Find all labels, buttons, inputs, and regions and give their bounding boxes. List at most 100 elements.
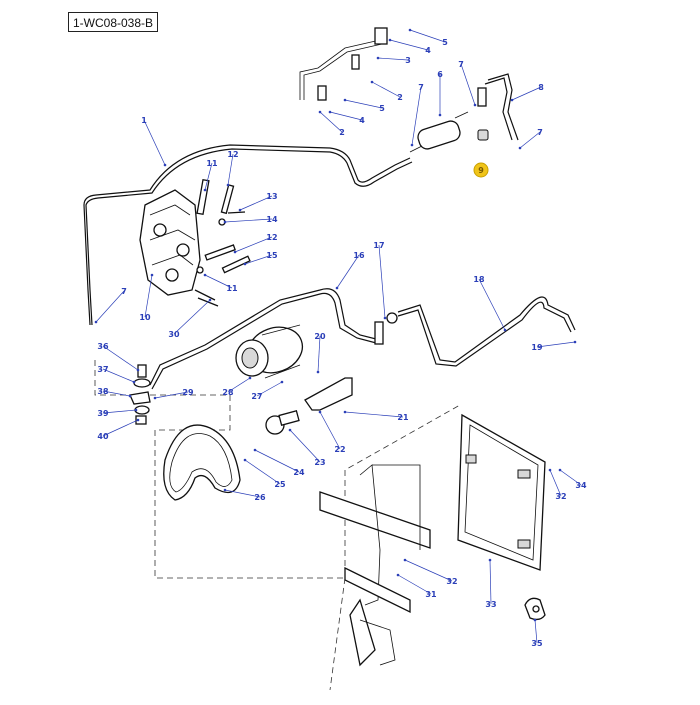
callout-12: 12 (226, 150, 239, 187)
callout-12: 12 (233, 233, 278, 254)
callout-5: 5 (408, 28, 448, 47)
callout-19: 19 (531, 340, 577, 352)
leader-line (377, 57, 409, 61)
callout-number: 40 (97, 432, 109, 441)
callout-6: 6 (437, 70, 443, 117)
callout-number: 18 (473, 275, 485, 284)
leader-line (204, 162, 213, 191)
callout-8: 8 (510, 83, 544, 102)
leader-dot (208, 298, 212, 302)
callout-3: 3 (376, 56, 411, 65)
belt-tensioner (265, 410, 300, 435)
callout-39: 39 (97, 408, 138, 418)
leader-dot (203, 273, 207, 277)
leader-line (144, 274, 153, 318)
leader-dot (288, 428, 292, 432)
leader-dot (473, 103, 477, 107)
leader-line (102, 390, 131, 397)
callout-number: 36 (97, 342, 109, 351)
leader-dot (238, 208, 242, 212)
callout-14: 14 (223, 215, 278, 224)
leader-dot (383, 316, 387, 320)
leader-dot (335, 286, 339, 290)
callout-number: 13 (266, 192, 277, 201)
leader-dot (233, 250, 237, 254)
leader-dot (248, 376, 252, 380)
callout-number: 37 (97, 365, 108, 374)
leader-line (102, 419, 139, 437)
leader-dot (203, 188, 207, 192)
leader-dot (318, 110, 322, 114)
callout-number: 33 (485, 600, 496, 609)
leader-dot (280, 380, 284, 384)
leader-dot (150, 273, 154, 277)
callout-number: 26 (254, 493, 266, 502)
callout-number: 4 (359, 116, 365, 125)
callout-number: 7 (418, 83, 424, 92)
drive-belt (163, 424, 241, 501)
leader-line (559, 469, 582, 486)
callout-1: 1 (141, 116, 167, 167)
hose-clamp (524, 597, 546, 621)
callout-number: 3 (405, 56, 411, 65)
callout-30: 30 (168, 298, 212, 339)
leader-line (549, 469, 562, 497)
leader-dot (403, 558, 407, 562)
callout-17: 17 (373, 241, 387, 320)
callout-27: 27 (251, 380, 284, 401)
leader-line (319, 111, 343, 133)
leader-line (102, 368, 135, 383)
fittings-cluster (129, 364, 151, 425)
leader-dot (370, 80, 374, 84)
leader-dot (134, 408, 138, 412)
condenser-frame (319, 464, 431, 667)
callout-7: 7 (518, 128, 543, 150)
callout-number: 12 (227, 150, 238, 159)
leader-line (344, 411, 404, 418)
leader-dot (408, 28, 412, 32)
leader-dot (136, 418, 140, 422)
leader-line (254, 449, 300, 473)
leader-line (95, 290, 125, 323)
leader-line (519, 131, 541, 149)
callout-number: 1 (141, 116, 147, 125)
callout-34: 34 (558, 468, 587, 490)
callout-number: 5 (442, 38, 448, 47)
callout-number: 17 (373, 241, 384, 250)
receiver-drier (409, 111, 469, 153)
leader-dot (223, 220, 227, 224)
callout-number: 11 (226, 284, 238, 293)
callout-number: 38 (97, 387, 109, 396)
callout-37: 37 (97, 365, 136, 384)
callout-10: 10 (139, 273, 154, 322)
leader-line (329, 111, 363, 121)
callout-28: 28 (222, 376, 252, 397)
callout-7: 7 (94, 287, 127, 324)
highlight-label: 9 (478, 166, 484, 175)
leader-line (239, 195, 273, 211)
leader-dot (343, 98, 347, 102)
leader-dot (558, 468, 562, 472)
leader-line (102, 345, 139, 371)
fitting-9 (477, 129, 489, 141)
leader-line (289, 429, 321, 463)
callout-number: 5 (379, 104, 385, 113)
leader-line (154, 391, 189, 399)
leader-line (173, 299, 211, 335)
hose-line-1 (83, 144, 411, 326)
leader-line (204, 274, 233, 289)
callout-38: 38 (97, 387, 132, 398)
callout-15: 15 (243, 251, 278, 266)
callout-2: 2 (370, 80, 403, 102)
leader-line (460, 63, 476, 106)
fitting-17 (374, 312, 398, 345)
callout-32: 32 (548, 468, 567, 501)
callout-number: 7 (458, 60, 464, 69)
leader-line (227, 153, 234, 186)
callout-32: 32 (403, 558, 458, 586)
callout-11: 11 (203, 273, 238, 293)
callout-number: 31 (425, 590, 437, 599)
callout-25: 25 (243, 458, 286, 489)
